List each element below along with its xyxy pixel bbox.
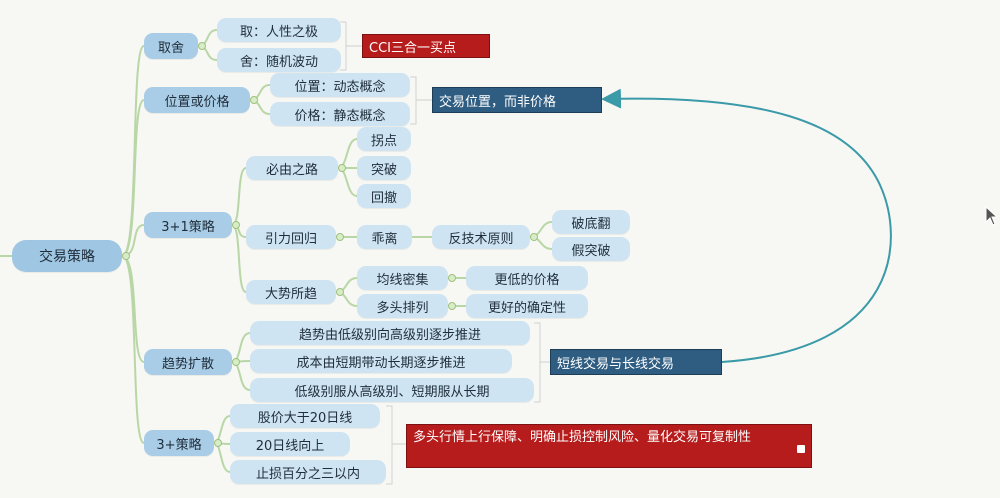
note-bull-protection-text: 多头行情上行保障、明确止损控制风险、量化交易可复制性 (413, 430, 752, 445)
note-bull-protection[interactable]: 多头行情上行保障、明确止损控制风险、量化交易可复制性 (406, 424, 812, 468)
position-child-1[interactable]: 位置：动态概念 (270, 73, 410, 97)
note-trade-position[interactable]: 交易位置，而非价格 (432, 87, 602, 113)
position-child-2[interactable]: 价格：静态概念 (270, 102, 410, 126)
root-node[interactable]: 交易策略 (12, 240, 122, 272)
note-short-long[interactable]: 短线交易与长线交易 (550, 349, 722, 375)
note-marker-icon (797, 445, 805, 453)
trend-child-3[interactable]: 低级别服从高级别、短期服从长期 (250, 378, 534, 402)
node-podifan[interactable]: 破底翻 (552, 210, 630, 234)
quashe-child-1[interactable]: 取：人性之极 (217, 18, 341, 42)
mouse-cursor-icon (985, 206, 999, 226)
note-cci[interactable]: CCI三合一买点 (362, 34, 490, 58)
path-tupo[interactable]: 突破 (357, 156, 411, 180)
branch-trend-spread[interactable]: 趋势扩散 (144, 349, 232, 375)
node-fan-jishu-yuanze[interactable]: 反技术原则 (432, 225, 530, 249)
group-bi-you-zhi-lu[interactable]: 必由之路 (246, 156, 338, 180)
group-da-shi-suo-qu[interactable]: 大势所趋 (246, 280, 336, 304)
strategy-child-2[interactable]: 20日线向上 (230, 432, 350, 456)
path-huiche[interactable]: 回撤 (357, 184, 411, 208)
trend-child-1[interactable]: 趋势由低级别向高级别逐步推进 (250, 321, 530, 345)
node-geng-di-jiage[interactable]: 更低的价格 (466, 266, 588, 290)
branch-3plus1[interactable]: 3+1策略 (144, 212, 232, 238)
strategy-child-3[interactable]: 止损百分之三以内 (230, 460, 386, 484)
node-duotou-pailie[interactable]: 多头排列 (357, 294, 448, 318)
group-yin-li-hui-gui[interactable]: 引力回归 (246, 225, 336, 249)
branch-position-price[interactable]: 位置或价格 (144, 87, 250, 113)
branch-3plus[interactable]: 3+策略 (144, 430, 214, 456)
node-geng-hao-queding[interactable]: 更好的确定性 (466, 294, 588, 318)
path-guaidian[interactable]: 拐点 (357, 127, 411, 151)
node-guaili[interactable]: 乖离 (357, 225, 412, 249)
strategy-child-1[interactable]: 股价大于20日线 (230, 404, 380, 428)
quashe-child-2[interactable]: 舍：随机波动 (217, 48, 341, 72)
trend-child-2[interactable]: 成本由短期带动长期逐步推进 (250, 349, 512, 373)
branch-quashe[interactable]: 取舍 (144, 33, 198, 59)
node-junxian-miji[interactable]: 均线密集 (357, 266, 448, 290)
node-jiatupo[interactable]: 假突破 (552, 237, 630, 261)
